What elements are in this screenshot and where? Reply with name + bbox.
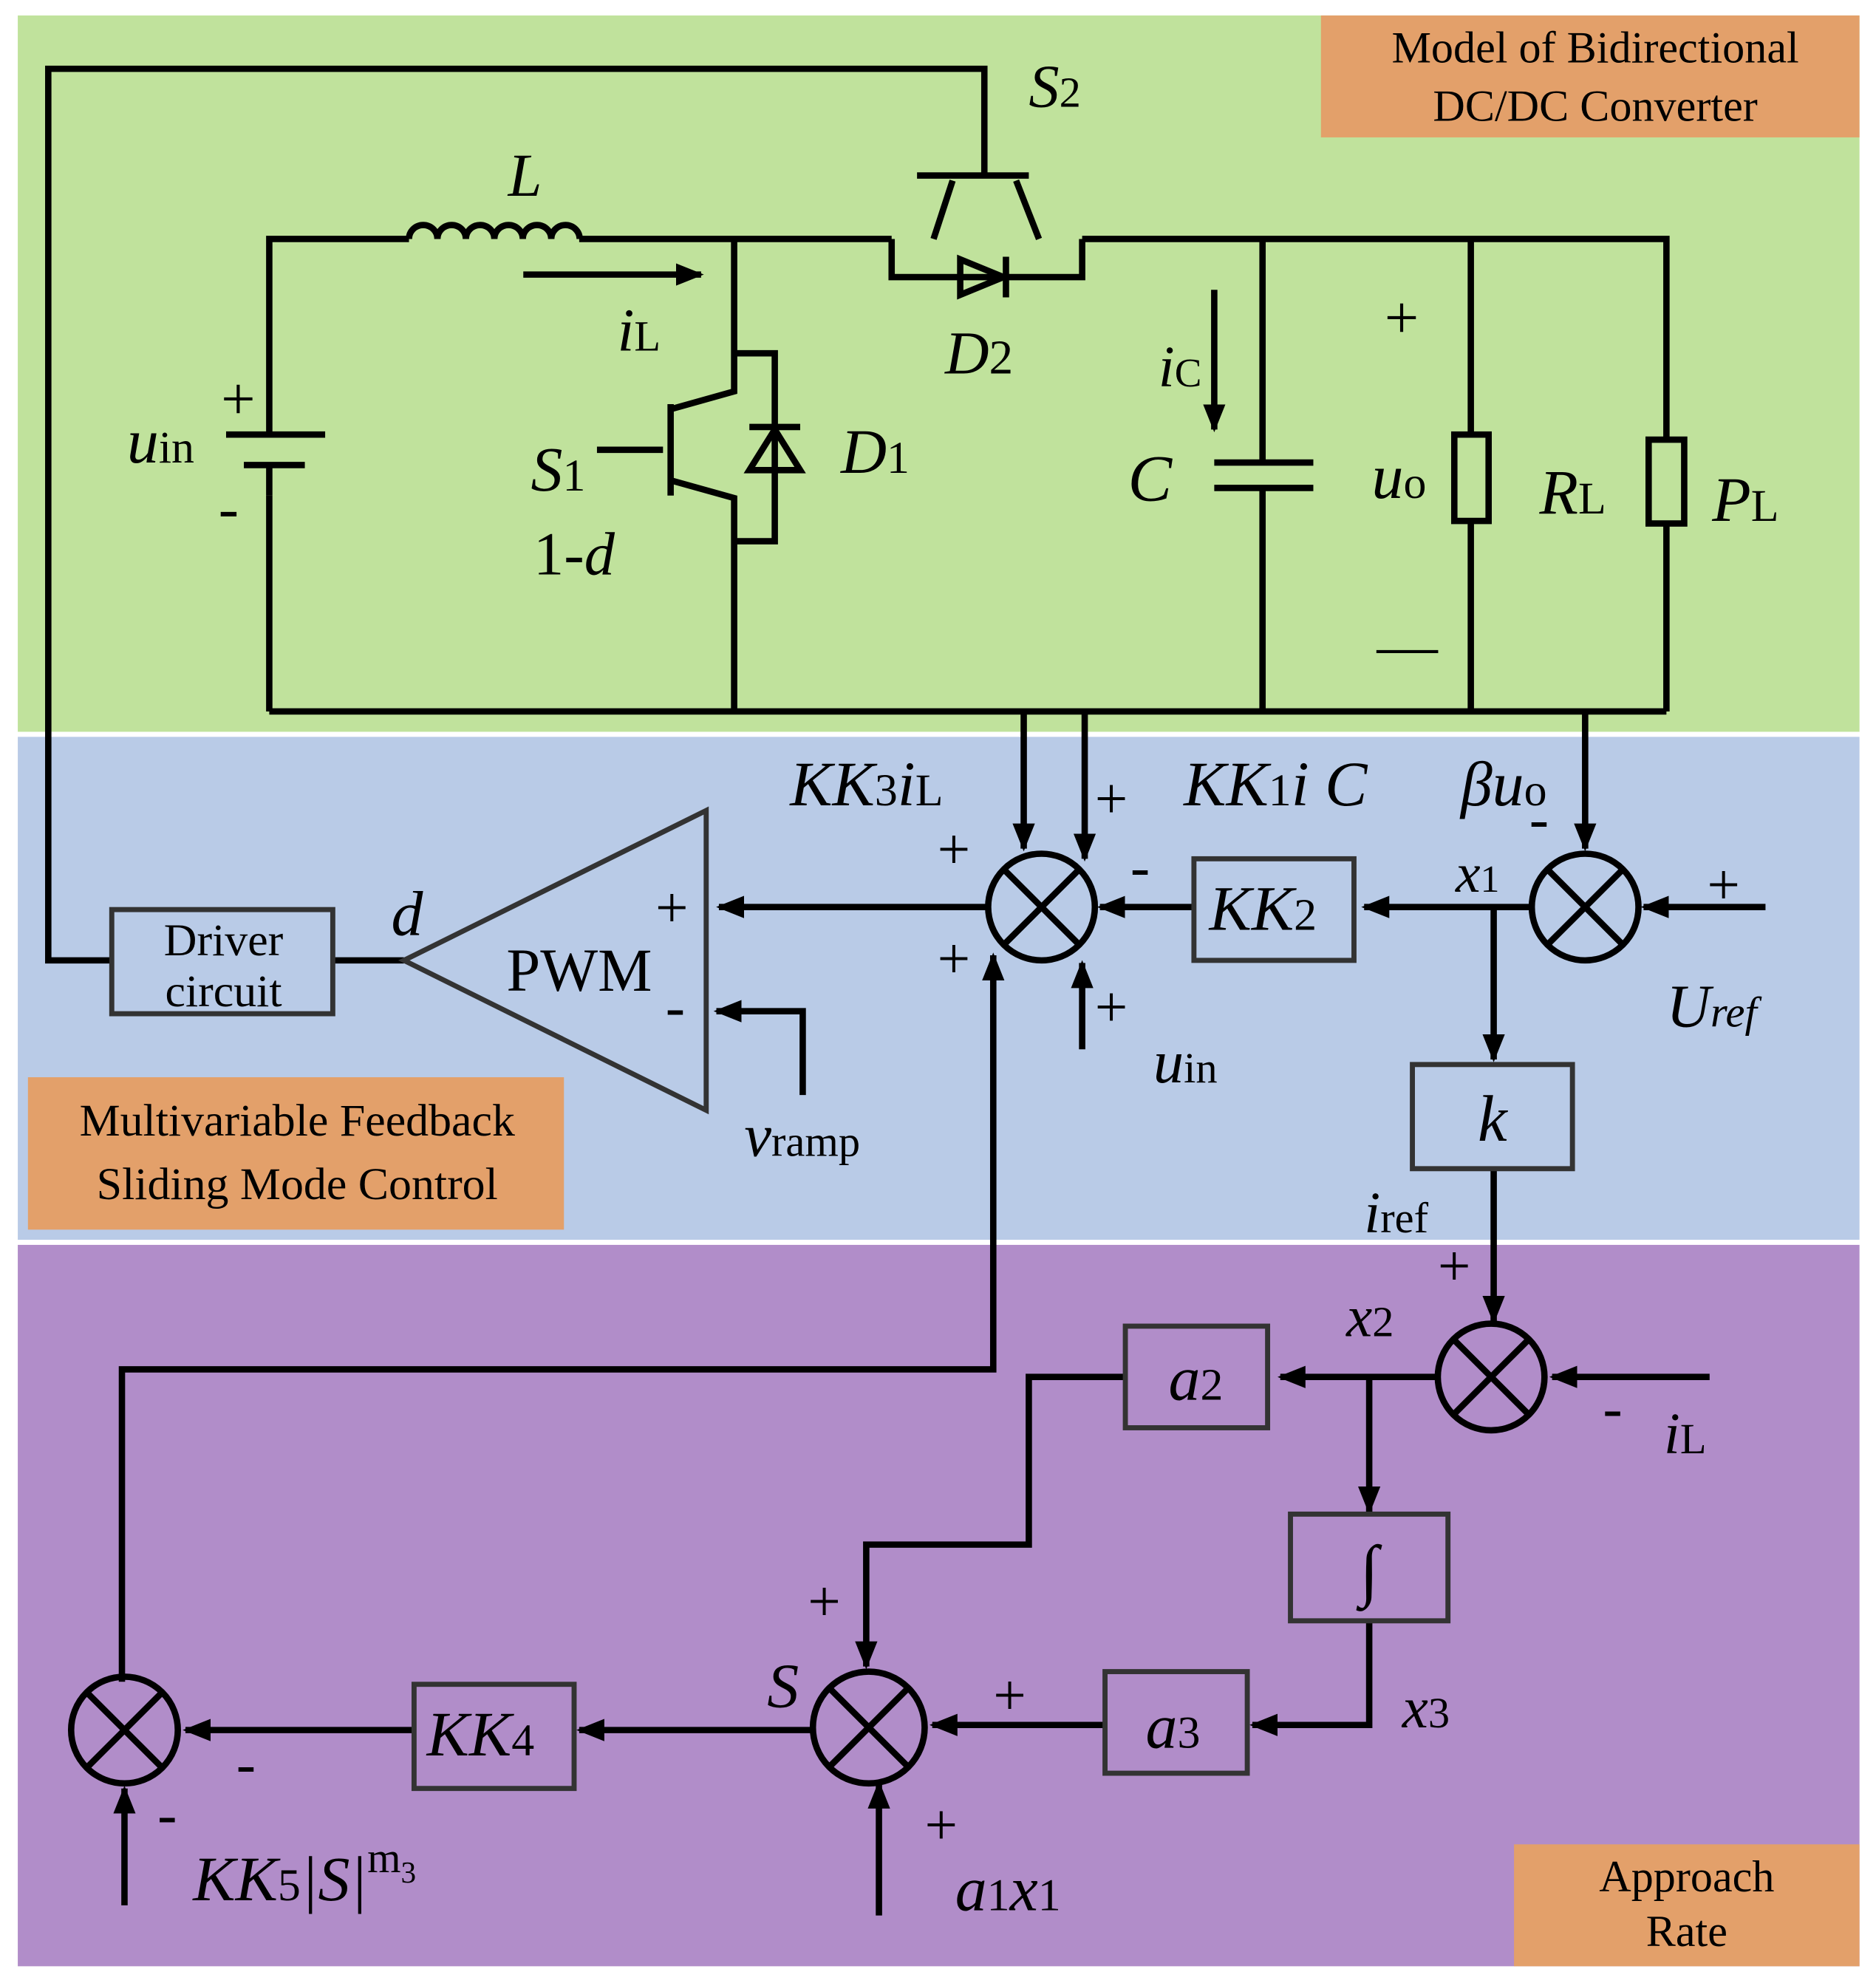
label-a3: a3: [1146, 1691, 1201, 1762]
label-x3: x3: [1402, 1676, 1450, 1741]
label-uo-minus: —: [1376, 611, 1439, 679]
converter-tag: Model of Bidirectional DC/DC Converter: [1320, 15, 1860, 137]
label-pwm-minus: -: [666, 975, 685, 1040]
sign-a1x1-plus: +: [924, 1793, 958, 1857]
top-rail-left: [266, 236, 409, 711]
sign-kk3-plus: +: [938, 818, 971, 882]
label-x2: x2: [1345, 1286, 1394, 1350]
control-tag-box: [27, 1077, 564, 1230]
label-RL: RL: [1538, 457, 1606, 528]
label-KK1iC: KK1i C: [1183, 748, 1368, 819]
converter-tag-line-1: Model of Bidirectional: [1391, 24, 1798, 73]
label-a1x1: a1x1: [955, 1854, 1061, 1925]
diode-D2: [957, 254, 1012, 300]
summing-junction-approach: [67, 1673, 181, 1787]
top-rail-right: [1082, 236, 1670, 711]
power-circuit: [225, 76, 1688, 715]
label-pwm-plus: +: [655, 876, 689, 941]
converter-tag-box: [1320, 15, 1860, 137]
load-PL: [1645, 436, 1688, 527]
label-vramp: vramp: [744, 1102, 860, 1170]
label-S: S: [767, 1651, 799, 1721]
approach-tag: Approach Rate: [1514, 1844, 1860, 1967]
label-uin-battery: uin: [127, 406, 194, 477]
sign-kk2-minus: -: [1130, 836, 1150, 900]
label-k: k: [1478, 1082, 1508, 1156]
label-iL-bottom: iL: [1664, 1402, 1707, 1467]
control-tag: Multivariable Feedback Sliding Mode Cont…: [27, 1077, 564, 1230]
label-C: C: [1128, 443, 1173, 516]
label-KK3iL: KK3iL: [789, 748, 943, 819]
label-iref: iref: [1364, 1181, 1428, 1246]
label-iC: iC: [1159, 335, 1202, 400]
driver-circuit-line-1: Driver: [164, 915, 284, 966]
control-wiring: [45, 65, 1766, 1682]
label-PL: PL: [1711, 464, 1778, 535]
sign-return-plus: +: [938, 927, 971, 992]
approach-wiring: [113, 1365, 1710, 1916]
sign-kk4-minus: -: [236, 1733, 256, 1797]
sign-iref-plus: +: [1438, 1235, 1471, 1299]
label-a2: a2: [1169, 1343, 1224, 1414]
label-S1: S1: [531, 434, 586, 505]
label-D1: D1: [840, 416, 910, 487]
resistor-RL: [1450, 239, 1492, 711]
block-k: [1410, 1062, 1575, 1172]
approach-tag-line-2: Rate: [1646, 1907, 1727, 1956]
sign-beta-minus: -: [1529, 788, 1549, 852]
label-pwm: PWM: [506, 936, 652, 1004]
inductor-coil: [406, 222, 583, 239]
label-L: L: [508, 141, 542, 209]
sign-a2-plus: +: [808, 1570, 841, 1634]
block-integrator: [1288, 1511, 1451, 1624]
control-tag-line-1: Multivariable Feedback: [80, 1096, 515, 1146]
label-iL-top: iL: [617, 296, 661, 364]
driver-circuit-line-2: circuit: [166, 966, 282, 1017]
label-uo-plus: +: [1385, 284, 1419, 352]
capacitor-C: [1214, 239, 1314, 711]
label-x1: x1: [1455, 843, 1499, 904]
sign-iL-minus: -: [1603, 1376, 1622, 1441]
label-d: d: [391, 878, 423, 949]
label-battery-plus: +: [221, 365, 256, 433]
sign-kk5-minus: -: [157, 1784, 177, 1848]
driver-circuit-block: [109, 907, 335, 1017]
label-KK5S: KK5|S|m3: [192, 1834, 416, 1914]
block-KK4: [411, 1682, 577, 1792]
sign-a3-plus: +: [993, 1664, 1026, 1728]
approach-tag-line-1: Approach: [1599, 1852, 1774, 1902]
diode-D1: [743, 423, 806, 474]
switch-S1: [596, 239, 806, 712]
label-uin-control: uin: [1153, 1028, 1218, 1096]
summing-junction-current: [1434, 1320, 1548, 1434]
sign-uin-plus: +: [1095, 975, 1128, 1040]
block-a3: [1102, 1669, 1250, 1776]
switch-S2: [888, 76, 1085, 300]
label-Uref: Uref: [1666, 972, 1761, 1040]
battery-uin: [225, 381, 326, 496]
summing-junction-S: [809, 1668, 928, 1787]
summing-junction-main: [985, 850, 1099, 964]
block-KK2: [1191, 856, 1357, 963]
label-integral: ∫: [1356, 1532, 1382, 1611]
block-a2: [1122, 1323, 1271, 1430]
control-tag-line-2: Sliding Mode Control: [97, 1159, 498, 1209]
label-KK4: KK4: [426, 1699, 535, 1769]
label-KK2: KK2: [1209, 873, 1317, 944]
sign-kk1-plus: +: [1095, 767, 1128, 831]
label-uo: uo: [1372, 441, 1427, 512]
summing-junction-voltage: [1528, 850, 1642, 964]
label-D2: D2: [944, 319, 1013, 387]
label-beta-uo: βuo: [1459, 748, 1547, 819]
gate-drive-wire: [45, 65, 988, 964]
label-battery-minus: -: [219, 474, 239, 542]
converter-tag-line-2: DC/DC Converter: [1433, 82, 1757, 132]
approach-tag-box: [1514, 1844, 1860, 1967]
pwm-comparator: [398, 806, 709, 1115]
label-S2: S2: [1029, 52, 1080, 120]
label-1-d: 1-d: [533, 519, 615, 587]
sign-uref-plus: +: [1707, 853, 1740, 918]
